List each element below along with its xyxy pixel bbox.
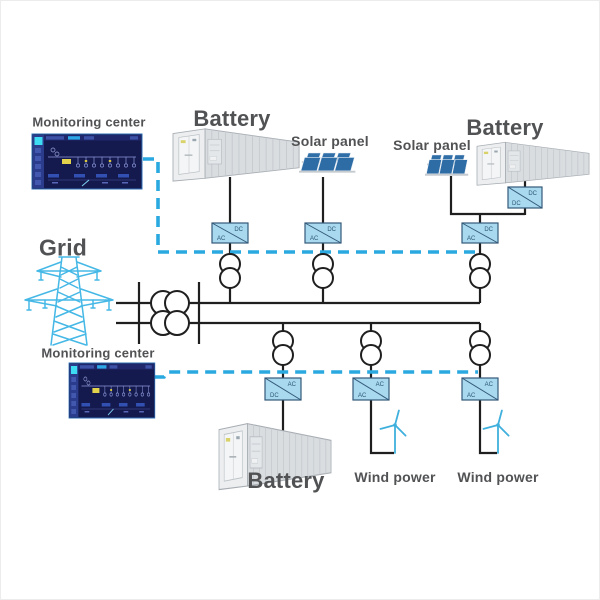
wind-power-right-label: Wind power bbox=[457, 469, 539, 485]
solar-panel-left-icon bbox=[298, 152, 356, 174]
wind-turbine-right-icon bbox=[482, 409, 510, 454]
transformer-solar-left bbox=[312, 253, 334, 289]
solar-panel-left-label: Solar panel bbox=[291, 133, 369, 149]
transformer-battery-top-left bbox=[219, 253, 241, 289]
transformer-wind-right bbox=[469, 330, 491, 366]
monitoring-screen-top bbox=[31, 133, 143, 190]
converter-battery-right-dcdc: DC DC bbox=[507, 186, 543, 209]
solar-panel-right-icon bbox=[424, 154, 469, 177]
converter-right-top: DC AC bbox=[461, 222, 499, 244]
monitoring-screen-bottom bbox=[68, 362, 156, 419]
converter-label-bottom: AC bbox=[467, 393, 476, 399]
grid-label: Grid bbox=[38, 234, 88, 261]
battery-top-right-label: Battery bbox=[466, 115, 544, 140]
converter-label-bottom: DC bbox=[512, 201, 521, 207]
converter-label-top: DC bbox=[327, 227, 336, 233]
battery-top-left-label: Battery bbox=[193, 106, 271, 131]
converter-wind-right: AC AC bbox=[461, 377, 499, 401]
battery-container-top-left-icon bbox=[172, 128, 300, 182]
converter-battery-bottom: AC DC bbox=[264, 377, 302, 401]
converter-label-top: DC bbox=[484, 227, 493, 233]
converter-battery-top-left: DC AC bbox=[211, 222, 249, 244]
converter-label-top: AC bbox=[376, 382, 385, 388]
monitoring-center-bottom-label: Monitoring center bbox=[41, 345, 155, 361]
converter-solar-left: DC AC bbox=[304, 222, 342, 244]
battery-container-top-right-icon bbox=[476, 141, 590, 186]
converter-label-top: DC bbox=[528, 191, 537, 197]
wind-power-left-label: Wind power bbox=[354, 469, 436, 485]
converter-label-bottom: AC bbox=[310, 236, 319, 242]
battery-bottom-label: Battery bbox=[247, 468, 325, 493]
monitoring-center-top-label: Monitoring center bbox=[32, 114, 146, 130]
transformer-wind-left bbox=[360, 330, 382, 366]
solar-panel-right-label: Solar panel bbox=[393, 137, 471, 153]
monitoring-link-top bbox=[143, 157, 478, 254]
converter-label-bottom: AC bbox=[217, 236, 226, 242]
converter-label-top: AC bbox=[485, 382, 494, 388]
converter-label-top: AC bbox=[288, 382, 297, 388]
transformer-right-top bbox=[469, 253, 491, 289]
transformer-battery-bottom bbox=[272, 330, 294, 366]
grid-transformer-top bbox=[150, 290, 190, 316]
converter-label-bottom: DC bbox=[270, 393, 279, 399]
transmission-tower-icon bbox=[24, 256, 114, 346]
bus-lines bbox=[116, 282, 480, 344]
wind-turbine-left-icon bbox=[379, 409, 407, 454]
converter-wind-left: AC AC bbox=[352, 377, 390, 401]
monitoring-link-bottom bbox=[154, 370, 478, 379]
converter-label-bottom: AC bbox=[467, 236, 476, 242]
converter-label-top: DC bbox=[234, 227, 243, 233]
grid-transformer-bottom bbox=[150, 310, 190, 336]
converter-label-bottom: AC bbox=[358, 393, 367, 399]
